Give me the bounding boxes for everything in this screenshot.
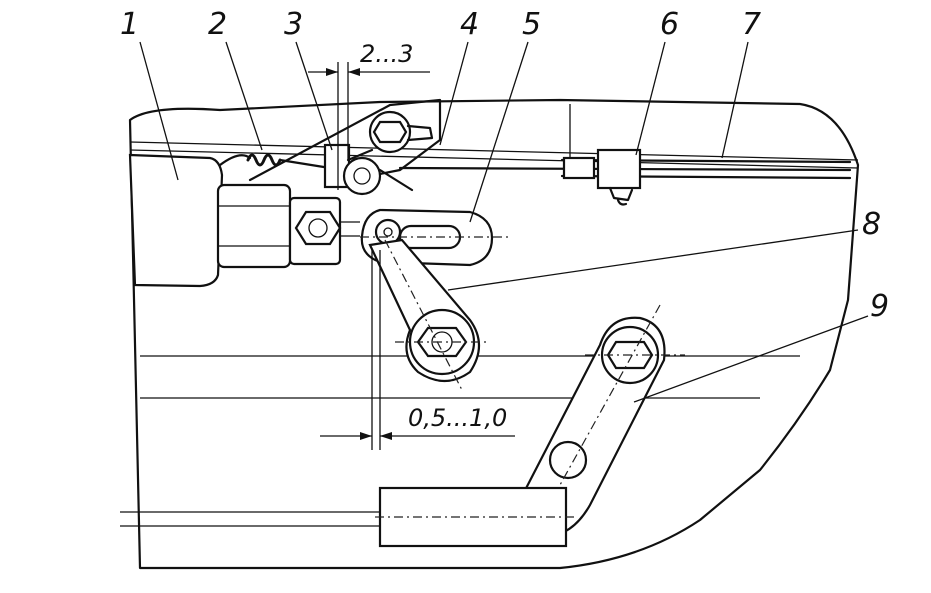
part-3-latch (323, 143, 414, 196)
callout-1: 1 (120, 7, 139, 42)
callout-6: 6 (660, 7, 679, 42)
part-2-spring (218, 153, 332, 170)
callout-5: 5 (522, 7, 541, 42)
part-1-body (128, 153, 292, 288)
part-8-lever (368, 238, 490, 391)
dimension-top-label: 2...3 (360, 40, 413, 68)
callout-2: 2 (208, 7, 227, 42)
callout-4: 4 (460, 7, 479, 42)
dimension-top: 2...3 (308, 40, 430, 190)
callout-7: 7 (742, 7, 761, 42)
housing-outline (120, 98, 860, 570)
leader-lines (139, 41, 869, 403)
part-4-bracket (248, 98, 442, 182)
dimension-bottom: 0,5...1,0 (320, 250, 515, 450)
callout-9: 9 (870, 289, 889, 324)
part-9-lever (518, 304, 685, 549)
bottom-block (375, 486, 575, 548)
callout-labels: 1 2 3 4 5 6 7 8 9 (120, 7, 889, 324)
callout-3: 3 (284, 7, 303, 42)
dimension-bottom-label: 0,5...1,0 (408, 404, 507, 432)
callout-8: 8 (862, 207, 881, 242)
clamp-nut (288, 196, 360, 266)
part-6-clip (596, 148, 642, 206)
